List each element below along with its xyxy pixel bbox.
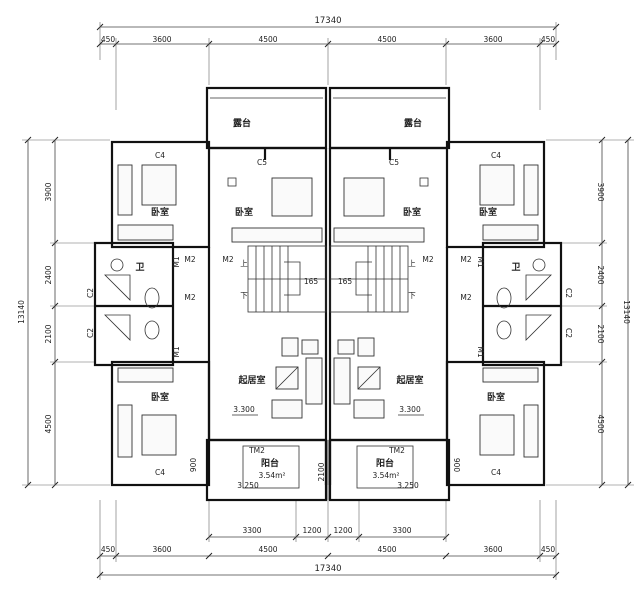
opening-labels: C4 C4 C4 C4 C5 C5 C2 C2 C2 C2 M1 M1 M1 M…: [86, 151, 573, 477]
center-depth-dim: 2100 900 900: [189, 440, 461, 500]
window-c2-right-upper: C2: [564, 288, 573, 298]
bedroom-upper-right-label: 卧室: [479, 206, 497, 218]
balcony-right-area: 3.54m²: [372, 471, 399, 480]
top-dimension-total: 17340: [96, 16, 560, 60]
left-seg-3: 2100: [44, 324, 53, 343]
balcony-left-area: 3.54m²: [258, 471, 285, 480]
door-m1-left-lower: M1: [172, 346, 181, 357]
bottom-seg-5: 3600: [483, 545, 502, 554]
window-c4-upper-left: C4: [155, 151, 165, 160]
balcony-right-label: 阳台: [376, 457, 394, 469]
structure-walls: [93, 86, 563, 487]
top-seg-2: 3600: [152, 35, 171, 44]
living-right-label: 起居室: [395, 374, 423, 386]
total-width-bottom: 17340: [314, 564, 341, 574]
bottom-dimension-segments: 450 3600 4500 4500 3600 450: [96, 500, 560, 580]
balcony-depth-right: 900: [452, 458, 461, 473]
top-seg-4: 4500: [377, 35, 396, 44]
bottom-inner-3: 1200: [333, 526, 352, 535]
elevation-balcony-left: 3.250: [237, 481, 259, 490]
top-seg-3: 4500: [258, 35, 277, 44]
left-total-height: 13140: [17, 300, 26, 324]
window-c2-left-upper: C2: [86, 288, 95, 298]
right-seg-4: 4500: [596, 414, 605, 433]
door-m1-right-lower: M1: [476, 346, 485, 357]
bottom-seg-2: 3600: [152, 545, 171, 554]
bottom-dimension-total: 17340: [96, 564, 560, 579]
door-m2-left-a: M2: [184, 255, 195, 264]
total-width-top: 17340: [314, 16, 341, 26]
stair-down-left: 下: [240, 291, 248, 300]
balconies: [205, 438, 451, 502]
bedroom-upper-mid-right-label: 卧室: [403, 206, 421, 218]
room-labels: 露台 露台 卧室 卧室 卧室 卧室 卫 卫 卧室 卧室 起居室 起居室 阳台 阳…: [135, 117, 520, 480]
bath-right-label: 卫: [511, 262, 520, 273]
window-c5-left: C5: [257, 158, 267, 167]
elevation-marks: 3.300 3.300 3.250 3.250: [232, 405, 424, 490]
left-seg-1: 3900: [44, 182, 53, 201]
right-seg-1: 3900: [596, 182, 605, 201]
window-c4-upper-right: C4: [491, 151, 501, 160]
door-m2-right-a: M2: [422, 255, 433, 264]
top-seg-6: 450: [541, 35, 556, 44]
bath-left-label: 卫: [135, 262, 144, 273]
living-left-label: 起居室: [237, 374, 265, 386]
left-dimensions: 13140 3900 2400 2100 4500: [17, 136, 110, 489]
door-tm2-right: TM2: [388, 446, 405, 455]
right-dimensions: 13140 3900 2400 2100 4500: [546, 136, 634, 489]
window-c4-lower-right: C4: [491, 468, 501, 477]
furniture: [104, 164, 552, 458]
window-c4-lower-left: C4: [155, 468, 165, 477]
balcony-depth-left: 900: [189, 458, 198, 473]
stair-up-left: 上: [240, 259, 248, 268]
door-m1-left-upper: M1: [172, 256, 181, 267]
top-seg-1: 450: [101, 35, 116, 44]
window-c5-right: C5: [389, 158, 399, 167]
bottom-inner-1: 3300: [242, 526, 261, 535]
bottom-inner-4: 3300: [392, 526, 411, 535]
right-total-height: 13140: [622, 300, 631, 324]
elevation-balcony-right: 3.250: [397, 481, 419, 490]
right-seg-2: 2400: [596, 265, 605, 284]
bottom-inner-2: 1200: [302, 526, 321, 535]
bottom-seg-4: 4500: [377, 545, 396, 554]
door-m2-left-b: M2: [222, 255, 233, 264]
bottom-seg-3: 4500: [258, 545, 277, 554]
bedroom-upper-mid-left-label: 卧室: [235, 206, 253, 218]
door-tm2-left: TM2: [248, 446, 265, 455]
bedroom-lower-left-label: 卧室: [151, 391, 169, 403]
left-seg-4: 4500: [44, 414, 53, 433]
bottom-seg-6: 450: [541, 545, 556, 554]
bedroom-upper-left-label: 卧室: [151, 206, 169, 218]
window-c2-left-lower: C2: [86, 328, 95, 338]
door-m2-right-b: M2: [460, 255, 471, 264]
terrace-right-label: 露台: [404, 117, 422, 129]
door-m2-left-c: M2: [184, 293, 195, 302]
center-depth-label: 2100: [317, 462, 326, 481]
top-dimension-segments: 450 3600 4500 4500 3600 450: [96, 35, 560, 110]
right-seg-3: 2100: [596, 324, 605, 343]
bedroom-lower-right-label: 卧室: [487, 391, 505, 403]
terrace-left-label: 露台: [233, 117, 251, 129]
stair-width-left: 165: [304, 277, 319, 286]
stair-down-right: 下: [408, 291, 416, 300]
stairs-right: [330, 246, 408, 312]
elevation-living-right: 3.300: [399, 405, 421, 414]
balcony-left-label: 阳台: [261, 457, 279, 469]
top-seg-5: 3600: [483, 35, 502, 44]
stairs-left: [248, 246, 326, 312]
elevation-living-left: 3.300: [233, 405, 255, 414]
stair-width-right: 165: [338, 277, 353, 286]
stair-up-right: 上: [408, 259, 416, 268]
window-c2-right-lower: C2: [564, 328, 573, 338]
left-seg-2: 2400: [44, 265, 53, 284]
door-m2-right-c: M2: [460, 293, 471, 302]
door-m1-right-upper: M1: [476, 256, 485, 267]
bottom-seg-1: 450: [101, 545, 116, 554]
bottom-dimension-inner: 3300 1200 1200 3300: [205, 500, 450, 542]
